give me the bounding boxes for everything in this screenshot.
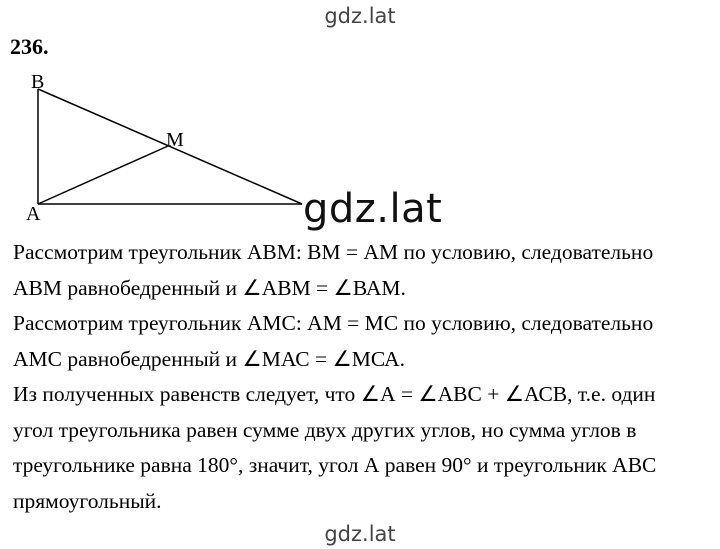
- watermark-top: gdz.lat: [324, 4, 396, 28]
- problem-number: 236.: [10, 34, 49, 59]
- text-line-1: Рассмотрим треугольник АВМ: ВМ = АМ по у…: [13, 240, 654, 264]
- label-a: A: [26, 203, 41, 225]
- label-m: M: [166, 129, 184, 151]
- text-line-2: АВМ равнобедренный и ∠АВМ = ∠ВАМ.: [13, 275, 406, 300]
- text-line-6: угол треугольника равен сумме двух други…: [13, 417, 637, 442]
- text-line-8: прямоугольный.: [13, 488, 162, 513]
- text-line-5: Из полученных равенств следует, что ∠А =…: [13, 382, 656, 406]
- label-b: B: [31, 71, 44, 93]
- triangle-figure: B M A: [26, 71, 303, 225]
- segment-bc: [37, 88, 303, 205]
- watermark-bottom: gdz.lat: [324, 522, 396, 546]
- watermark-middle: gdz.lat: [303, 186, 443, 232]
- segment-am: [37, 145, 169, 205]
- text-line-3: Рассмотрим треугольник АМС: АМ = МС по у…: [13, 311, 654, 335]
- solution-text: Рассмотрим треугольник АВМ: ВМ = АМ по у…: [13, 235, 713, 519]
- text-line-7: треугольнике равна 180°, значит, угол А …: [13, 453, 657, 477]
- text-line-4: АМС равнобедренный и ∠МАС = ∠МСА.: [13, 346, 406, 371]
